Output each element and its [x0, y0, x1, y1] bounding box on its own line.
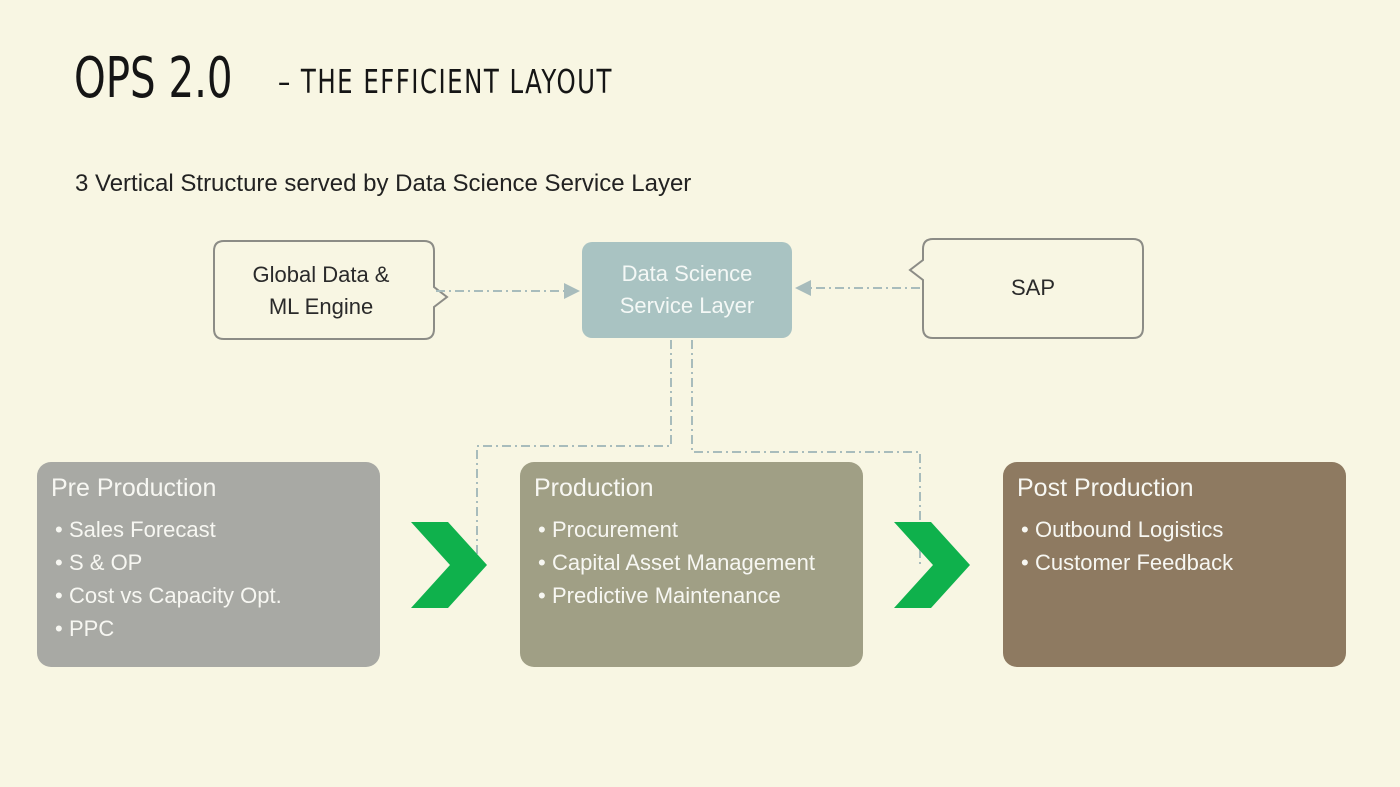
stage-item: •Procurement	[538, 517, 678, 542]
stage-title: Production	[534, 474, 654, 502]
chevron-right-icon	[894, 522, 970, 608]
stage-item-list: •Procurement •Capital Asset Management •…	[534, 513, 849, 612]
data-science-node: Data Science Service Layer	[582, 242, 792, 338]
global-data-line1: Global Data &	[252, 262, 390, 287]
sap-node: SAP	[925, 272, 1141, 304]
stage-item: •Cost vs Capacity Opt.	[55, 583, 282, 608]
data-science-line2: Service Layer	[619, 293, 755, 318]
stage-title: Post Production	[1017, 474, 1194, 502]
ds-to-left-chevron-connector	[476, 340, 672, 566]
title-sub: – THE EFFICIENT LAYOUT	[278, 62, 613, 101]
stage-item-list: •Outbound Logistics •Customer Feedback	[1017, 513, 1332, 579]
stage-item: •PPC	[55, 616, 115, 641]
global-data-callout-shape	[213, 240, 449, 340]
stage-item: •Sales Forecast	[55, 517, 216, 542]
stage-item: •Predictive Maintenance	[538, 583, 781, 608]
chevron-right-icon	[411, 522, 487, 608]
subtitle: 3 Vertical Structure served by Data Scie…	[75, 170, 692, 197]
global-data-line2: ML Engine	[268, 294, 374, 319]
global-data-node: Global Data & ML Engine	[216, 259, 426, 323]
stage-title: Pre Production	[51, 474, 217, 502]
stage-item-list: •Sales Forecast •S & OP •Cost vs Capacit…	[51, 513, 366, 645]
stage-item: •Capital Asset Management	[538, 550, 815, 575]
sap-label: SAP	[1010, 275, 1056, 300]
title-main: OPS 2.0	[74, 46, 233, 111]
stage-item: •Outbound Logistics	[1021, 517, 1224, 542]
stage-item: •S & OP	[55, 550, 143, 575]
stage-post-production: Post Production •Outbound Logistics •Cus…	[1003, 462, 1346, 667]
stage-item: •Customer Feedback	[1021, 550, 1234, 575]
sap-callout-shape	[908, 238, 1144, 339]
data-science-line1: Data Science	[621, 261, 753, 286]
page-title: OPS 2.0 – THE EFFICIENT LAYOUT	[74, 46, 611, 111]
stage-pre-production: Pre Production •Sales Forecast •S & OP •…	[37, 462, 380, 667]
stage-production: Production •Procurement •Capital Asset M…	[520, 462, 863, 667]
